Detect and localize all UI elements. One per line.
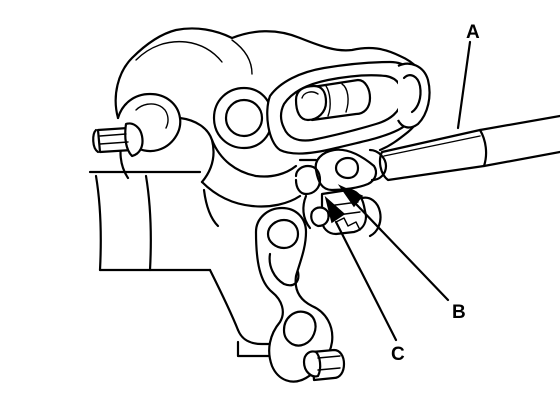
lower-bracket (254, 206, 346, 383)
left-stud (92, 122, 144, 158)
leader-line-b (337, 184, 450, 302)
rod-a (368, 114, 560, 182)
callout-b-label: B (452, 302, 466, 323)
shaft-assembly (266, 60, 431, 155)
lever-arm (294, 148, 378, 196)
callout-a-label: A (466, 22, 480, 43)
callout-c-label: C (391, 344, 405, 365)
leader-line-c (324, 195, 398, 342)
bracket-plate (88, 170, 292, 358)
leader-line-a (456, 40, 472, 130)
